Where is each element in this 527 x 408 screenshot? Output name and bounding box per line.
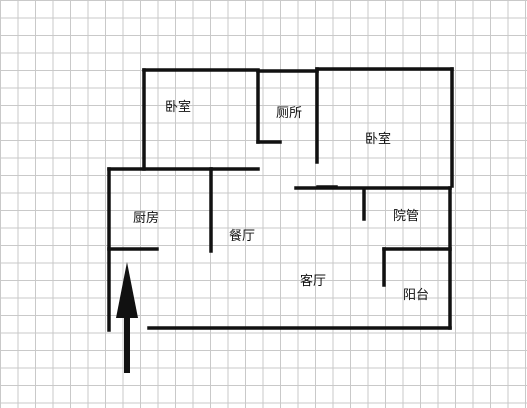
room-label-courtyard: 院管 <box>393 209 420 224</box>
room-label-toilet: 厕所 <box>276 106 303 121</box>
room-label-bedroom-right: 卧室 <box>365 132 392 147</box>
room-label-living: 客厅 <box>300 274 327 289</box>
room-label-kitchen: 厨房 <box>133 211 160 226</box>
up-arrow-icon <box>116 262 138 318</box>
room-label-balcony: 阳台 <box>403 288 430 303</box>
room-label-bedroom-left: 卧室 <box>165 100 192 115</box>
room-label-dining: 餐厅 <box>229 229 256 244</box>
